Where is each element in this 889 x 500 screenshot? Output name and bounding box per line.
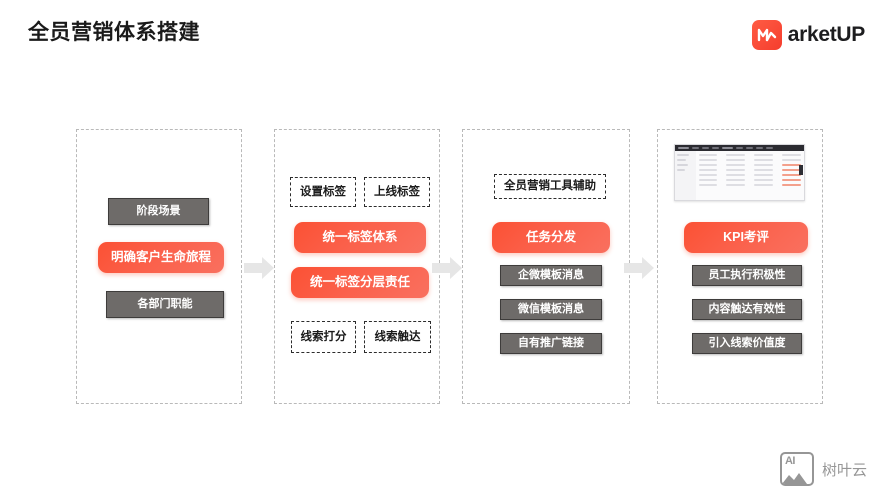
node-kpi-assessment[interactable]: KPI考评 (684, 222, 808, 253)
flow-panel-tagging (274, 129, 440, 404)
node-unified-tag-system[interactable]: 统一标签体系 (294, 222, 426, 253)
brand-logo: arketUP (751, 20, 866, 50)
thumbnail-titlebar (675, 145, 804, 151)
node-lead-reach[interactable]: 线索触达 (364, 321, 431, 353)
brand-name: arketUP (787, 23, 866, 46)
marketup-logo-icon (751, 20, 782, 50)
watermark: AI 树叶云 (779, 452, 867, 486)
arrow-right-icon (432, 257, 462, 279)
node-task-distribution[interactable]: 任务分发 (492, 222, 610, 253)
thumbnail-sidebar (675, 151, 696, 200)
ai-image-icon: AI (779, 452, 814, 486)
arrow-right-icon (244, 257, 274, 279)
node-qiwei-template-msg[interactable]: 企微模板消息 (500, 265, 602, 286)
thumbnail-table (696, 151, 804, 200)
node-wechat-template-msg[interactable]: 微信模板消息 (500, 299, 602, 320)
watermark-text: 树叶云 (821, 461, 867, 479)
ai-icon-label: AI (784, 455, 796, 467)
page-title: 全员营销体系搭建 (28, 21, 200, 44)
node-staff-initiative[interactable]: 员工执行积极性 (692, 265, 802, 286)
thumbnail-body (675, 151, 804, 200)
node-customer-journey[interactable]: 明确客户生命旅程 (98, 242, 224, 273)
thumbnail-scroll-marker (799, 165, 803, 175)
node-tag-layer-duty[interactable]: 统一标签分层责任 (291, 267, 429, 298)
node-own-promo-link[interactable]: 自有推广链接 (500, 333, 602, 354)
node-content-reach-effect[interactable]: 内容触达有效性 (692, 299, 802, 320)
node-lead-value[interactable]: 引入线索价值度 (692, 333, 802, 354)
node-department-duty[interactable]: 各部门职能 (106, 291, 224, 318)
dashboard-screenshot-thumbnail (674, 144, 805, 201)
node-publish-tag[interactable]: 上线标签 (364, 177, 430, 207)
node-lead-scoring[interactable]: 线索打分 (291, 321, 356, 353)
node-stage-scene[interactable]: 阶段场景 (108, 198, 209, 225)
arrow-right-icon (624, 257, 654, 279)
node-set-tag[interactable]: 设置标签 (290, 177, 356, 207)
node-marketing-tool-aid[interactable]: 全员营销工具辅助 (494, 174, 606, 199)
